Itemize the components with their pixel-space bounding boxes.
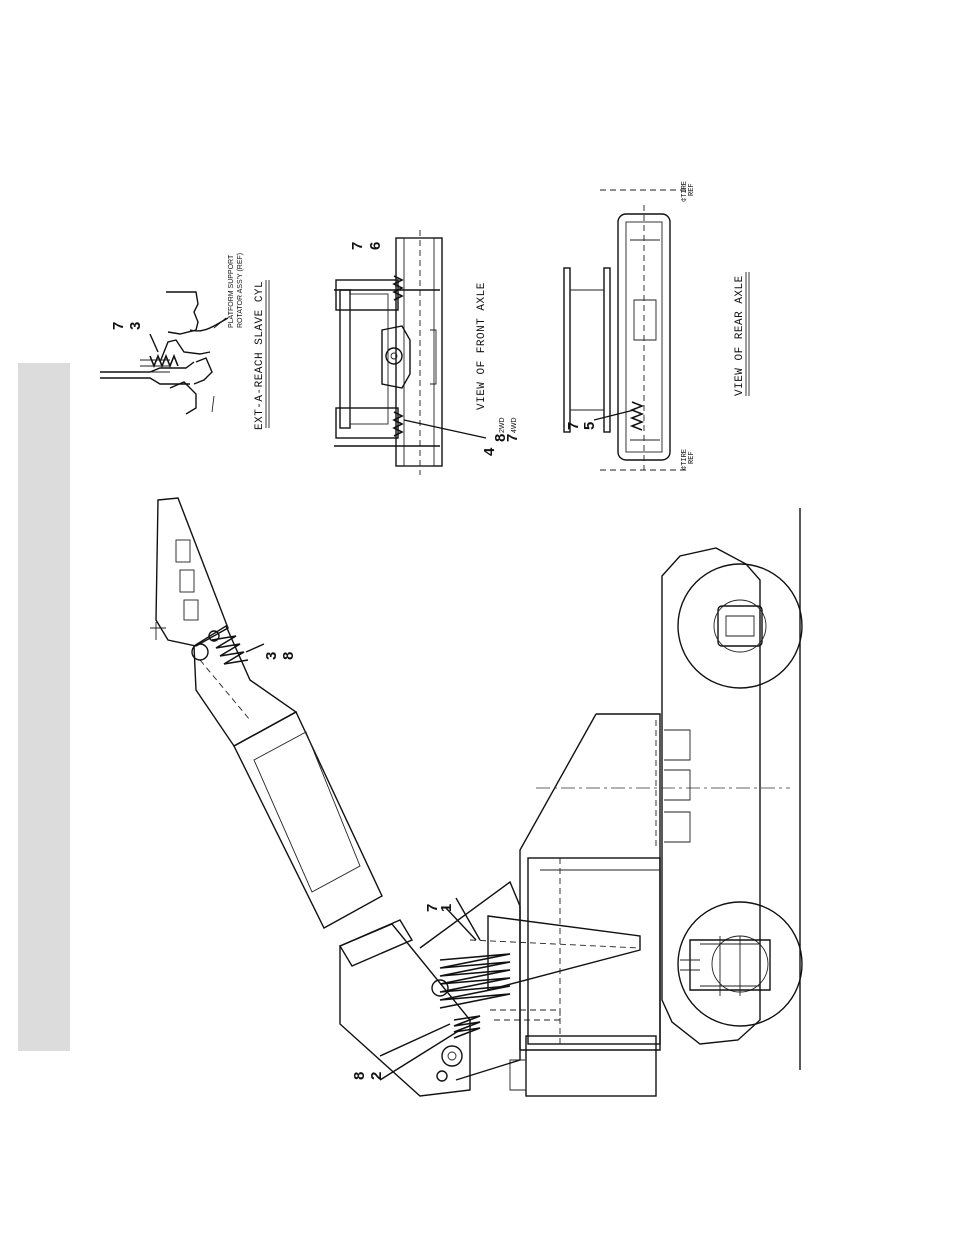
callout-boom-3: 3 [263,652,280,660]
note-2wd: 2WD [499,417,506,433]
callout-front-7b: 7 [504,434,521,442]
callout-rear-5: 5 [581,422,598,430]
machine-side-view: 3 8 7 1 8 2 [150,498,802,1096]
chassis [662,548,760,1044]
callout-slave-3: 3 [127,322,144,330]
callout-front-6: 6 [367,242,384,250]
callout-base-8: 8 [351,1072,368,1080]
caption-slave-cyl: EXT-A-REACH SLAVE CYL [254,281,266,430]
caption-rear-axle: VIEW OF REAR AXLE [734,275,746,396]
caption-front-axle: VIEW OF FRONT AXLE [476,282,488,410]
callout-front-7: 7 [349,242,366,250]
rear-axle-view: 7 5 ¢TIRE REF ¢TIRE REF VIEW OF REAR AXL… [564,181,749,470]
callout-front-4: 4 [481,447,498,456]
tire-ref-bottom-2: REF [688,451,696,464]
lift-cylinder [488,916,640,990]
boom-base [340,924,470,1096]
boom-section [234,712,382,928]
note-4wd: 4WD [511,417,518,433]
turntable [520,714,660,1050]
rear-wheel [678,564,802,688]
callout-rear-7: 7 [565,422,582,430]
jib-arm [156,498,228,646]
callout-slave-7: 7 [110,322,127,330]
boom-upper [194,626,296,746]
front-axle-view: 7 6 VIEW OF FRONT AXLE 4 8 2WD 7 4WD [334,230,521,475]
base-bellows [454,1016,480,1038]
counterweight [526,1036,656,1096]
note-platform-support: PLATFORM SUPPORT [228,254,235,328]
note-rotator-assy: ROTATOR ASS'Y (REF) [237,253,244,328]
tire-ref-top-2: REF [688,183,696,196]
callout-lift-1: 1 [438,904,455,912]
callout-base-2: 2 [368,1072,385,1080]
callout-boom-8: 8 [280,652,297,660]
slave-cylinder-detail: 7 3 PLATFORM SUPPORT ROTATOR ASS'Y (REF)… [100,253,269,430]
lift-bellows [440,954,510,1008]
